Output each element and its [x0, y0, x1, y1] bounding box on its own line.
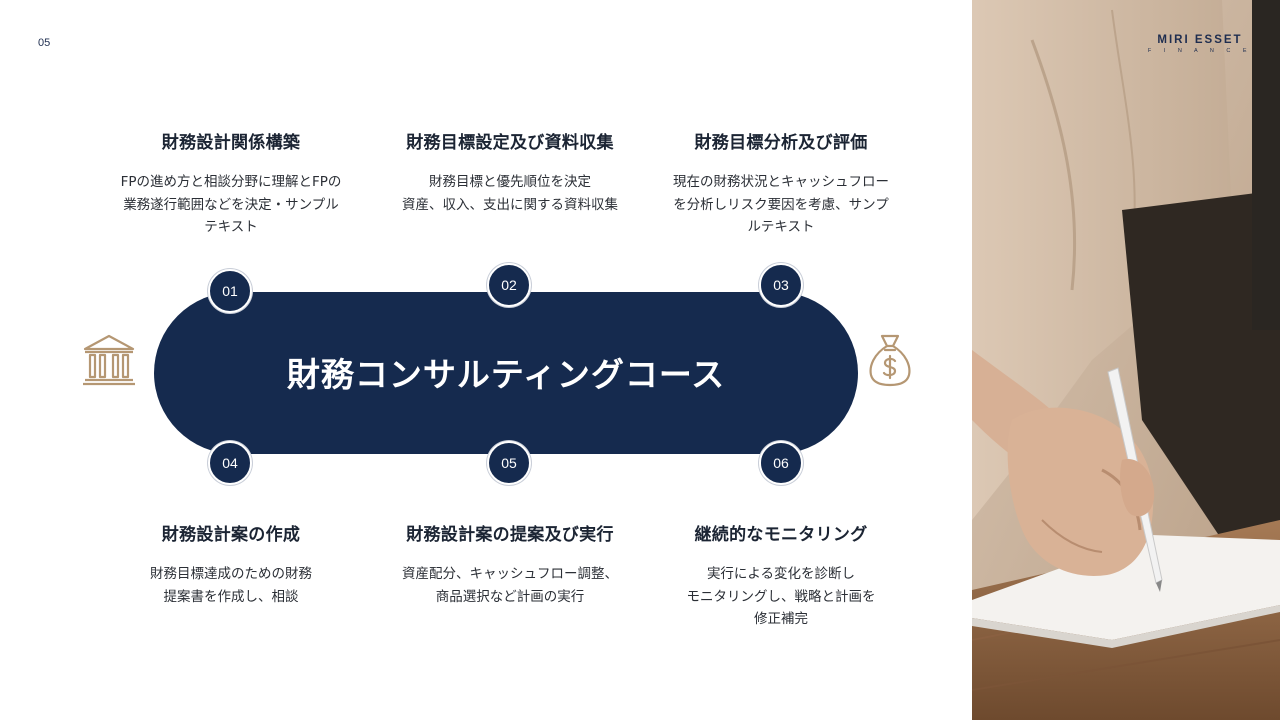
step-1-description: FPの進め方と相談分野に理解とFPの 業務遂行範囲などを決定・サンプル テキスト [96, 171, 366, 239]
course-title: 財務コンサルティングコース [286, 355, 726, 394]
step-2-desc-line: 資産、収入、支出に関する資料収集 [402, 196, 618, 213]
step-3-text: 財務目標分析及び評価 現在の財務状況とキャッシュフロー を分析しリスク要因を考慮… [646, 128, 916, 239]
step-3-desc-line: 現在の財務状況とキャッシュフロー [673, 174, 889, 190]
step-6-desc-line: 実行による変化を診断し [706, 566, 856, 582]
step-4-text: 財務設計案の作成 財務目標達成のための財務 提案書を作成し、相談 [96, 520, 366, 608]
brand-name: MIRI ESSET [1157, 34, 1243, 46]
step-1-desc-line: FPの進め方と相談分野に理解とFPの [120, 174, 342, 190]
step-1-title: 財務設計関係構築 [161, 133, 301, 153]
step-badge-03: 03 [759, 263, 803, 307]
step-6-desc-line: 修正補完 [754, 611, 808, 627]
step-6-description: 実行による変化を診断し モニタリングし、戦略と計画を 修正補完 [646, 563, 916, 631]
money-bag-icon [866, 332, 914, 392]
step-3-desc-line: を分析しリスク要因を考慮、サンプ [673, 196, 889, 213]
step-6-desc-line: モニタリングし、戦略と計画を [686, 588, 876, 605]
step-badge-06: 06 [759, 441, 803, 485]
step-badge-05: 05 [487, 441, 531, 485]
brand-logo: MIRI ESSET F I N A N C E [1128, 34, 1272, 54]
step-4-description: 財務目標達成のための財務 提案書を作成し、相談 [96, 563, 366, 608]
bank-icon [80, 332, 138, 392]
step-6-title: 継続的なモニタリング [694, 525, 868, 545]
step-2-description: 財務目標と優先順位を決定 資産、収入、支出に関する資料収集 [375, 171, 645, 216]
step-3-description: 現在の財務状況とキャッシュフロー を分析しリスク要因を考慮、サンプ ルテキスト [646, 171, 916, 239]
step-5-description: 資産配分、キャッシュフロー調整、 商品選択など計画の実行 [375, 563, 645, 608]
step-4-title: 財務設計案の作成 [161, 525, 301, 545]
course-banner: 財務コンサルティングコース [154, 292, 858, 454]
step-4-desc-line: 提案書を作成し、相談 [163, 588, 299, 605]
step-5-title: 財務設計案の提案及び実行 [406, 525, 614, 545]
step-1-desc-line: 業務遂行範囲などを決定・サンプル [123, 196, 339, 213]
step-2-title: 財務目標設定及び資料収集 [406, 133, 614, 153]
brand-subtitle: F I N A N C E [1147, 48, 1253, 54]
step-5-desc-line: 資産配分、キャッシュフロー調整、 [402, 566, 618, 582]
step-badge-04: 04 [208, 441, 252, 485]
step-1-text: 財務設計関係構築 FPの進め方と相談分野に理解とFPの 業務遂行範囲などを決定・… [96, 128, 366, 239]
page-number: 05 [38, 37, 51, 49]
step-5-desc-line: 商品選択など計画の実行 [435, 588, 585, 605]
step-5-text: 財務設計案の提案及び実行 資産配分、キャッシュフロー調整、 商品選択など計画の実… [375, 520, 645, 608]
step-3-desc-line: ルテキスト [747, 219, 815, 235]
step-2-text: 財務目標設定及び資料収集 財務目標と優先順位を決定 資産、収入、支出に関する資料… [375, 128, 645, 216]
step-badge-02: 02 [487, 263, 531, 307]
step-6-text: 継続的なモニタリング 実行による変化を診断し モニタリングし、戦略と計画を 修正… [646, 520, 916, 631]
step-4-desc-line: 財務目標達成のための財務 [150, 566, 312, 582]
step-1-desc-line: テキスト [204, 219, 258, 235]
step-2-desc-line: 財務目標と優先順位を決定 [429, 174, 591, 190]
step-badge-01: 01 [208, 269, 252, 313]
step-3-title: 財務目標分析及び評価 [694, 133, 868, 153]
writing-hand-photo [972, 0, 1280, 720]
